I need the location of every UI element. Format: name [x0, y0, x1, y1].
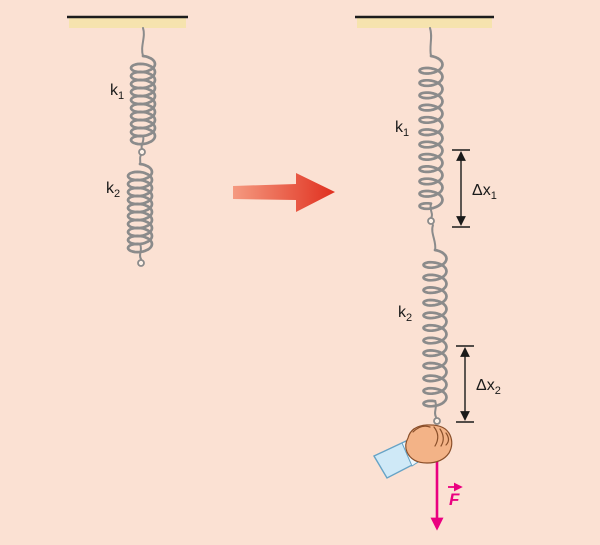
hook-ring — [427, 217, 435, 225]
hand — [373, 424, 453, 479]
wire-connector — [140, 135, 145, 150]
right-figure: k1 k2 Δx1 Δx2 — [355, 15, 501, 531]
wire-top — [141, 27, 145, 57]
wire-connector — [139, 154, 142, 165]
ceiling-left — [67, 15, 188, 28]
wire-bottom — [139, 243, 142, 260]
wire-bottom — [434, 400, 437, 418]
hook-ring — [433, 417, 441, 425]
spring-k2-stretched — [422, 248, 448, 408]
spring-k1-unstretched — [129, 54, 157, 146]
label-k2-right: k2 — [398, 304, 412, 324]
label-dx2: Δx2 — [476, 377, 501, 397]
label-dx1: Δx1 — [472, 182, 497, 202]
label-k2-left: k2 — [106, 180, 120, 200]
transform-arrow — [233, 173, 335, 212]
thumb — [412, 425, 431, 433]
wire-connector — [431, 224, 437, 251]
ceiling-bar — [357, 18, 492, 28]
hook-ring — [138, 148, 146, 156]
left-figure: k1 k2 — [67, 15, 188, 267]
finger — [439, 428, 444, 447]
force-label-group: F — [448, 482, 463, 509]
spring-k1-stretched — [418, 54, 444, 211]
fist — [405, 424, 453, 464]
hook-ring — [137, 259, 145, 267]
dimension-dx1: Δx1 — [452, 149, 497, 228]
ceiling-bar — [69, 18, 186, 28]
label-k1-left: k1 — [110, 82, 124, 102]
spring-k2-unstretched — [126, 162, 154, 254]
finger — [445, 432, 450, 446]
dimension-dx2: Δx2 — [456, 345, 501, 423]
label-k1-right: k1 — [395, 119, 409, 139]
wire-top — [429, 27, 433, 57]
wire-connector — [429, 203, 433, 219]
finger — [433, 426, 439, 447]
ceiling-right — [355, 15, 494, 28]
force-label: F — [449, 490, 460, 509]
